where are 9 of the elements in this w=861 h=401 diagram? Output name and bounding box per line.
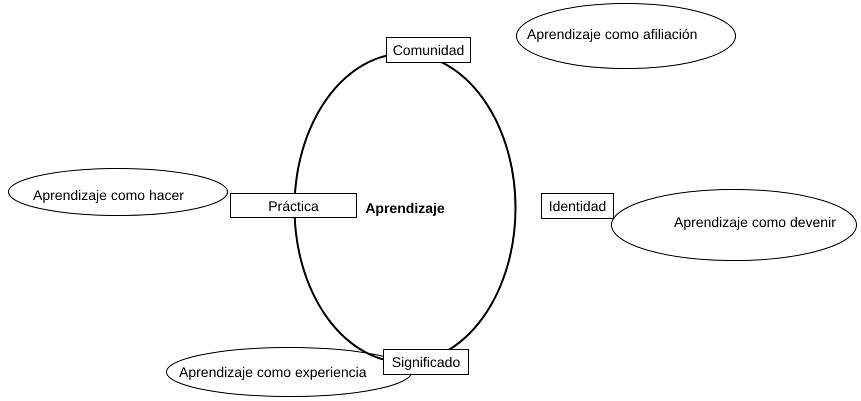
ellipse-label: Aprendizaje como afiliación [527, 26, 698, 42]
ellipse-label: Aprendizaje como experiencia [179, 364, 367, 380]
concept-box: Identidad [541, 193, 614, 219]
ellipse-label: Aprendizaje como devenir [674, 214, 836, 230]
concept-box: Significado [383, 349, 469, 375]
center-label: Aprendizaje [365, 200, 445, 216]
concept-box: Práctica [230, 193, 357, 218]
ellipse-label: Aprendizaje como hacer [33, 187, 184, 203]
concept-box: Comunidad [386, 37, 471, 63]
